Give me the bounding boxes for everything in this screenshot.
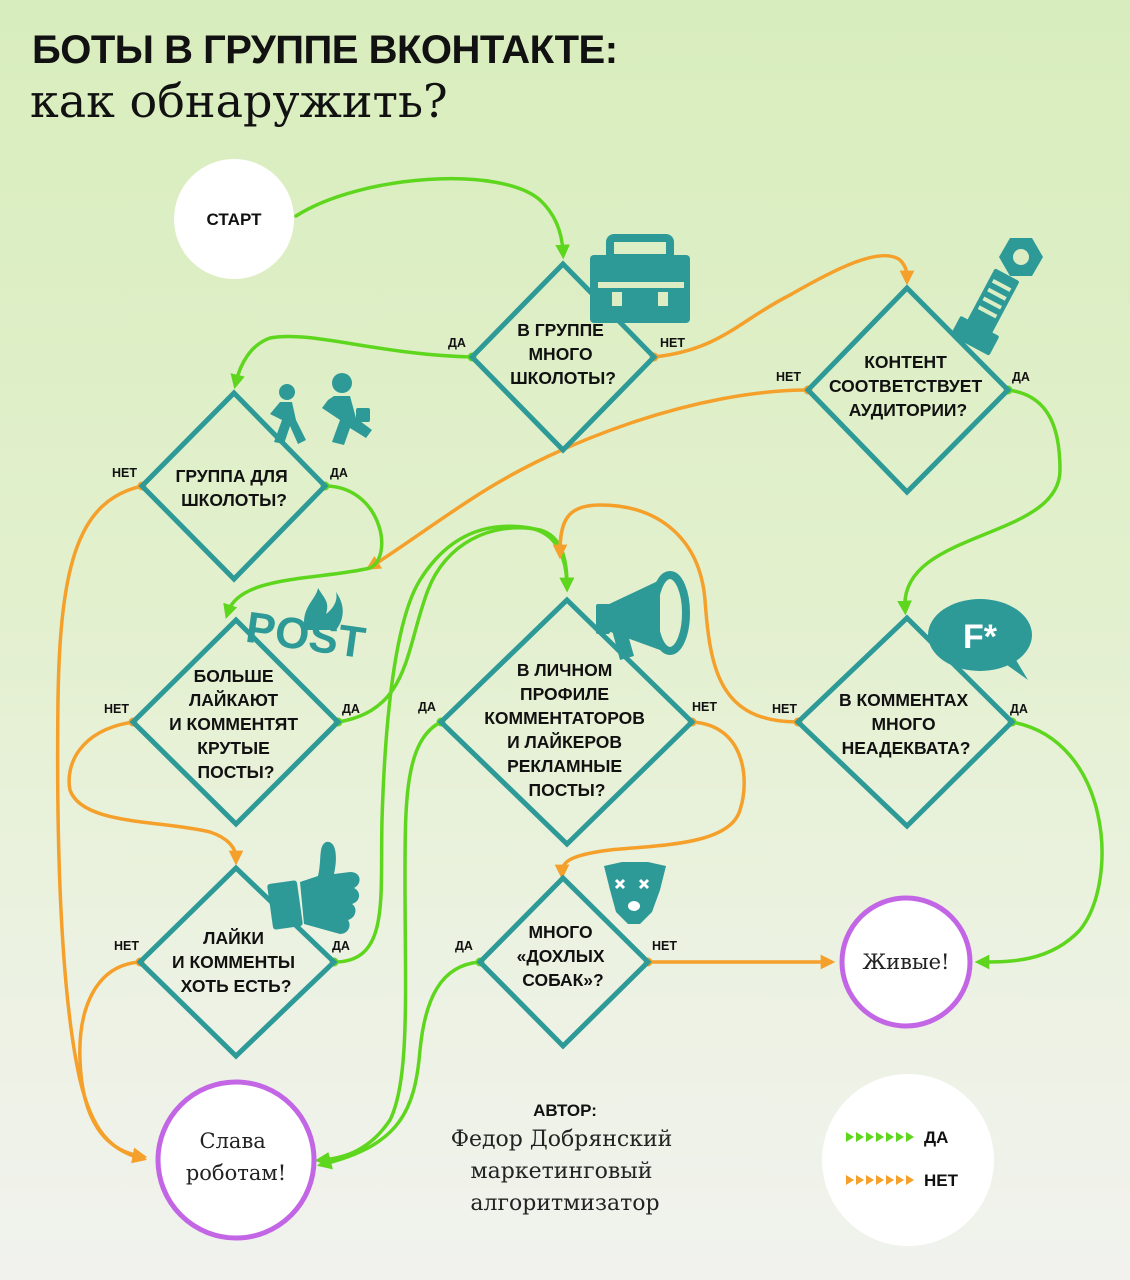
q5-no-label: НЕТ: [692, 700, 717, 714]
q4-yes-label: ДА: [342, 702, 360, 716]
q8-no-label: НЕТ: [652, 939, 677, 953]
legend-yes-label: ДА: [924, 1128, 948, 1147]
edge-q1-no: [649, 254, 915, 362]
q5-yes-label: ДА: [418, 700, 436, 714]
legend-yes-arrows: [846, 1132, 914, 1142]
edge-q1-yes: [230, 334, 477, 390]
q1-yes-label: ДА: [448, 336, 466, 350]
q7-yes-label: ДА: [332, 939, 350, 953]
question-q2: КОНТЕНТ СООТВЕТСТВУЕТ АУДИТОРИИ?: [804, 284, 1012, 496]
edge-q3-yes: [223, 481, 384, 619]
briefcase-icon: [590, 234, 690, 323]
edge-q3-no: [55, 481, 148, 1164]
q2-text: КОНТЕНТ СООТВЕТСТВУЕТ АУДИТОРИИ?: [829, 352, 987, 420]
bolt-nut-icon: [950, 238, 1043, 356]
page-subtitle: как обнаружить?: [30, 74, 448, 128]
q2-no-label: НЕТ: [776, 370, 801, 384]
speech-bubble-icon-label: F*: [963, 618, 998, 656]
edge-q5-no: [554, 717, 746, 880]
terminal-robots: Слава роботам!: [155, 1079, 317, 1241]
q8-text: МНОГО «ДОХЛЫХ СОБАК»?: [517, 922, 610, 990]
q6-no-label: НЕТ: [772, 702, 797, 716]
q3-no-label: НЕТ: [112, 466, 137, 480]
edge-q6-yes: [974, 717, 1104, 970]
q4-no-label: НЕТ: [104, 702, 129, 716]
author-heading: АВТОР:: [533, 1101, 597, 1120]
megaphone-icon: [596, 571, 690, 660]
terminal-robots-text: Слава роботам!: [186, 1129, 286, 1185]
q7-text: ЛАЙКИ И КОММЕНТЫ ХОТЬ ЕСТЬ?: [172, 927, 300, 996]
q1-text: В ГРУППЕ МНОГО ШКОЛОТЫ?: [510, 320, 616, 388]
running-kids-icon: [270, 373, 372, 445]
edge-start-to-q1: [294, 176, 570, 260]
dead-dog-icon: [604, 862, 666, 924]
q7-no-label: НЕТ: [114, 939, 139, 953]
edges: [55, 176, 1104, 1170]
start-node: СТАРТ: [174, 159, 294, 279]
edge-q4-no: [67, 717, 244, 866]
edge-q7-no: [78, 957, 148, 1162]
question-q5: В ЛИЧНОМ ПРОФИЛЕ КОММЕНТАТОРОВ И ЛАЙКЕРО…: [437, 596, 696, 848]
page-title: БОТЫ В ГРУППЕ ВКОНТАКТЕ:: [32, 28, 618, 72]
legend: ДА НЕТ: [822, 1074, 994, 1246]
start-label: СТАРТ: [207, 210, 263, 229]
q8-yes-label: ДА: [455, 939, 473, 953]
post-fire-icon-label: POST: [243, 603, 369, 668]
thumbs-up-icon: [267, 841, 360, 934]
edge-labels: ДА НЕТ НЕТ ДА НЕТ ДА НЕТ ДА ДА НЕТ НЕТ Д…: [104, 336, 1030, 953]
question-q6: В КОММЕНТАХ МНОГО НЕАДЕКВАТА?: [794, 614, 1016, 830]
q4-text: БОЛЬШЕ ЛАЙКАЮТ И КОММЕНТЯТ КРУТЫЕ ПОСТЫ?: [169, 666, 303, 782]
question-q3: ГРУППА ДЛЯ ШКОЛОТЫ?: [138, 389, 329, 583]
q2-yes-label: ДА: [1012, 370, 1030, 384]
q6-yes-label: ДА: [1010, 702, 1028, 716]
q6-text: В КОММЕНТАХ МНОГО НЕАДЕКВАТА?: [839, 690, 973, 758]
speech-bubble-icon: F*: [928, 599, 1032, 680]
q5-text: В ЛИЧНОМ ПРОФИЛЕ КОММЕНТАТОРОВ И ЛАЙКЕРО…: [484, 660, 650, 800]
q3-yes-label: ДА: [330, 466, 348, 480]
terminal-alive-text: Живые!: [863, 950, 950, 974]
question-q1: В ГРУППЕ МНОГО ШКОЛОТЫ?: [468, 260, 658, 454]
author-text: Федор Добрянский маркетинговый алгоритми…: [451, 1127, 680, 1216]
edge-q2-no: [365, 385, 813, 570]
q1-no-label: НЕТ: [660, 336, 685, 350]
terminal-alive: Живые!: [839, 895, 973, 1029]
post-fire-icon: POST: [243, 588, 369, 668]
edge-q2-yes: [897, 385, 1062, 616]
author-block: АВТОР: Федор Добрянский маркетинговый ал…: [451, 1101, 680, 1216]
legend-no-arrows: [846, 1175, 914, 1185]
legend-no-label: НЕТ: [924, 1171, 959, 1190]
question-q7: ЛАЙКИ И КОММЕНТЫ ХОТЬ ЕСТЬ?: [136, 864, 338, 1060]
q3-text: ГРУППА ДЛЯ ШКОЛОТЫ?: [175, 466, 292, 510]
question-q8: МНОГО «ДОХЛЫХ СОБАК»?: [476, 874, 652, 1050]
edge-q8-yes: [316, 957, 485, 1170]
edge-q6-no: [552, 503, 803, 727]
question-q4: БОЛЬШЕ ЛАЙКАЮТ И КОММЕНТЯТ КРУТЫЕ ПОСТЫ?: [129, 616, 342, 828]
